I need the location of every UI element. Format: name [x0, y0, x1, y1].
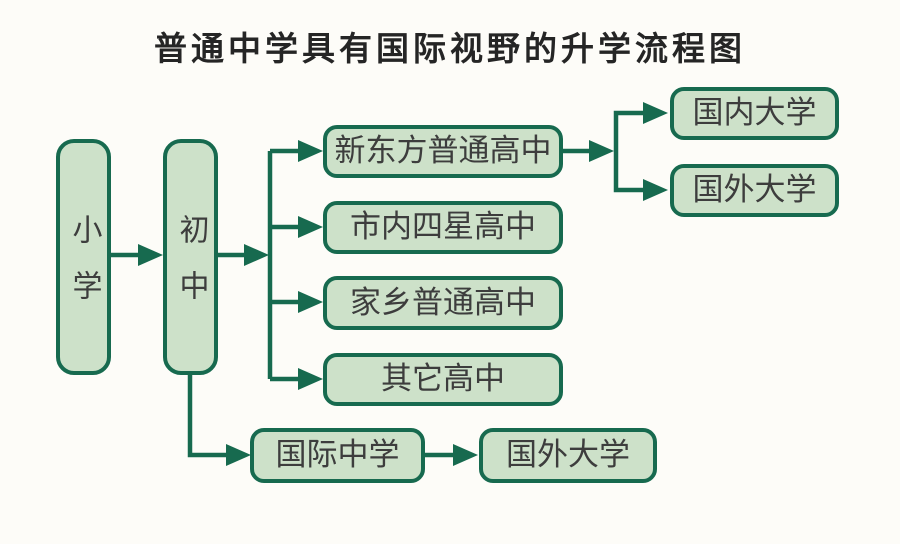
node-new-oriental-high: 新东方普通高中 [323, 125, 563, 178]
arrowhead-icon [453, 444, 478, 466]
arrowhead-icon [298, 216, 323, 238]
arrowhead-icon [643, 102, 668, 124]
arrowhead-icon [643, 179, 668, 201]
arrowhead-icon [298, 140, 323, 162]
arrowhead-icon [298, 368, 323, 390]
arrowhead-icon [138, 244, 163, 266]
diagram-title: 普通中学具有国际视野的升学流程图 [154, 29, 746, 68]
node-hometown-high: 家乡普通高中 [323, 276, 563, 330]
node-city-four-star-high: 市内四星高中 [323, 201, 563, 254]
node-foreign-university: 国外大学 [670, 164, 839, 217]
arrowhead-icon [298, 291, 323, 313]
arrowhead-icon [226, 444, 251, 466]
node-primary-school: 小学 [56, 139, 111, 375]
edge-junior-to-highschools [218, 140, 323, 390]
edge-junior-to-international [187, 373, 251, 466]
node-label: 国外大学 [692, 172, 817, 208]
edge-primary-to-junior [111, 244, 163, 266]
node-label: 国内大学 [692, 95, 817, 131]
node-domestic-university: 国内大学 [670, 87, 839, 140]
split-trunk-line [613, 110, 644, 193]
node-foreign-university-intl: 国外大学 [479, 428, 657, 483]
node-label: 小学 [66, 214, 102, 326]
node-label: 家乡普通高中 [350, 284, 536, 321]
edge-neworiental-to-universities [563, 102, 668, 201]
node-label: 市内四星高中 [350, 209, 536, 245]
node-label: 新东方普通高中 [334, 133, 552, 169]
arrowhead-icon [589, 140, 614, 162]
node-other-high: 其它高中 [323, 353, 563, 406]
node-label: 国外大学 [506, 437, 630, 473]
node-label: 国际中学 [275, 437, 400, 473]
node-label: 其它高中 [381, 361, 505, 397]
node-international-school: 国际中学 [250, 428, 425, 483]
edge-line [187, 373, 228, 458]
node-junior-high: 初中 [163, 139, 218, 375]
arrowhead-icon [244, 244, 269, 266]
node-label: 初中 [173, 214, 209, 326]
edge-international-to-foreign [425, 444, 478, 466]
